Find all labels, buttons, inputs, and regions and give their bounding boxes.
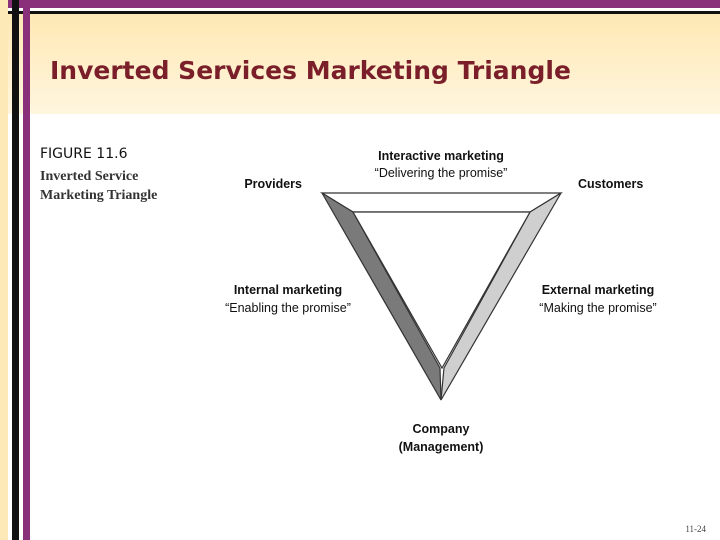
providers-label: Providers: [244, 177, 302, 191]
top-gold-band: [0, 14, 720, 24]
inner-triangle: [351, 211, 532, 370]
left-black-stripe: [12, 0, 19, 540]
figure-caption: Inverted Service Marketing Triangle: [40, 167, 157, 205]
company-label: Company: [413, 422, 470, 436]
left-purple-stripe: [23, 0, 30, 540]
figure-caption-line-2: Marketing Triangle: [40, 188, 158, 203]
figure-caption-line-1: Inverted Service: [40, 169, 139, 184]
interactive-marketing-title: Interactive marketing: [378, 149, 504, 163]
management-label: (Management): [399, 440, 484, 454]
external-marketing-quote: “Making the promise”: [539, 301, 656, 315]
internal-marketing-side: [321, 192, 442, 401]
internal-marketing-title: Internal marketing: [234, 283, 342, 297]
title-band: [0, 24, 720, 114]
interactive-marketing-side: [319, 192, 564, 213]
interactive-marketing-quote: “Delivering the promise”: [375, 166, 508, 180]
page-title: Inverted Services Marketing Triangle: [50, 56, 571, 85]
customers-label: Customers: [578, 177, 643, 191]
internal-marketing-quote: “Enabling the promise”: [225, 301, 351, 315]
slide-number: 11-24: [685, 524, 706, 534]
figure-number: FIGURE 11.6: [40, 146, 128, 162]
top-accent-bar: [0, 0, 720, 8]
left-gold-stripe: [0, 0, 8, 540]
external-marketing-title: External marketing: [542, 283, 655, 297]
top-divider-line: [0, 11, 720, 14]
external-marketing-side: [440, 192, 562, 401]
